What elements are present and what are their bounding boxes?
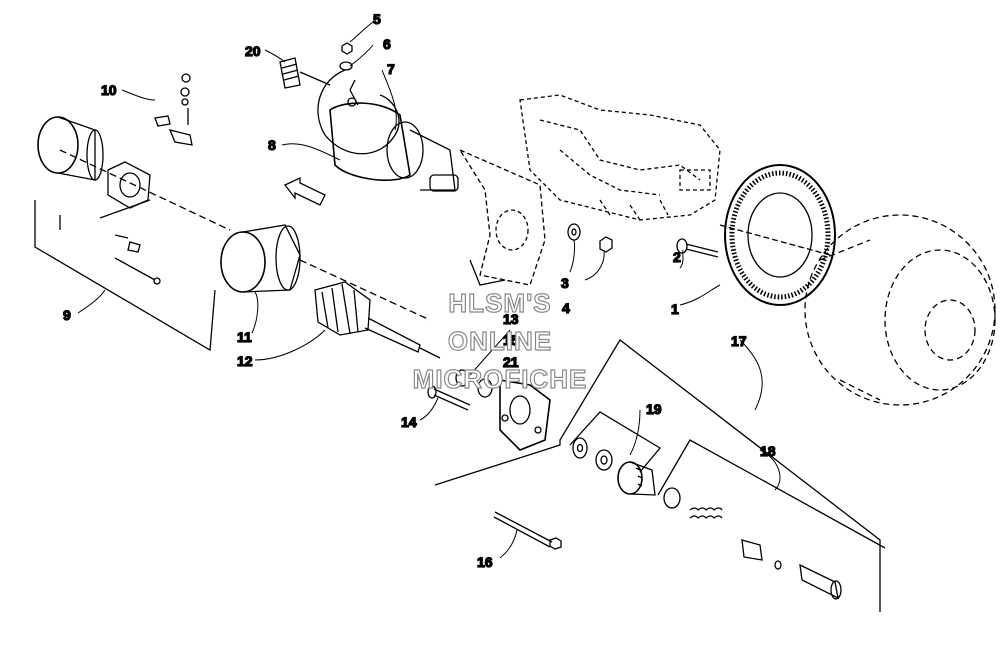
yoke-housing bbox=[220, 224, 431, 321]
callout-6: 6 bbox=[383, 36, 391, 52]
callout-19: 19 bbox=[646, 401, 662, 417]
pinion-washers bbox=[572, 437, 613, 471]
front-direction-arrow bbox=[283, 176, 326, 206]
callout-9: 9 bbox=[63, 307, 71, 323]
callout-4: 4 bbox=[562, 300, 570, 316]
callout-10: 10 bbox=[101, 82, 117, 98]
rubber-boot bbox=[279, 57, 331, 89]
starter-mount-bracket bbox=[458, 148, 546, 286]
watermark-line-1: HLSM'S bbox=[448, 287, 552, 318]
group-bracket-19 bbox=[569, 411, 661, 473]
ring-gear-screw bbox=[676, 238, 719, 258]
through-bolt-short bbox=[427, 385, 471, 411]
rear-end-cover bbox=[37, 116, 231, 231]
callout-13: 13 bbox=[503, 311, 519, 327]
callout-3: 3 bbox=[561, 275, 569, 291]
drive-end-frame bbox=[455, 369, 551, 451]
watermark-line-2: ONLINE bbox=[447, 325, 553, 356]
clutch-parts bbox=[663, 487, 842, 600]
brush-plate bbox=[107, 161, 151, 209]
callout-2: 2 bbox=[673, 249, 681, 265]
callout-16: 16 bbox=[477, 554, 493, 570]
callout-5: 5 bbox=[373, 11, 381, 27]
group-bracket-9-tick bbox=[59, 199, 151, 230]
callout-11: 11 bbox=[237, 329, 252, 345]
callout-18: 18 bbox=[760, 443, 776, 459]
through-bolt-long bbox=[493, 511, 562, 550]
callout-14: 14 bbox=[401, 414, 417, 430]
ring-gear bbox=[719, 164, 836, 306]
group-bracket-9 bbox=[34, 200, 216, 352]
brush-holder-parts bbox=[154, 73, 193, 146]
callout-21: 21 bbox=[503, 354, 519, 370]
callout-17: 17 bbox=[731, 333, 747, 349]
callout-numbers: 1 2 3 4 5 6 7 8 9 10 11 12 13 14 15 16 1… bbox=[62, 10, 776, 570]
pinion-gear bbox=[617, 461, 656, 496]
callout-15: 15 bbox=[503, 332, 519, 348]
engine-block bbox=[519, 94, 721, 221]
callout-1: 1 bbox=[671, 301, 679, 317]
callout-20: 20 bbox=[245, 43, 261, 59]
group-bracket-17 bbox=[434, 339, 881, 612]
starter-motor-assembly bbox=[329, 79, 459, 192]
leader-lines bbox=[77, 21, 781, 559]
callout-12: 12 bbox=[237, 353, 253, 369]
brush-hardware bbox=[114, 234, 161, 285]
callout-7: 7 bbox=[387, 61, 395, 77]
callout-8: 8 bbox=[268, 137, 276, 153]
armature bbox=[314, 281, 441, 359]
battery-cable bbox=[317, 42, 400, 155]
watermark-line-3: MICROFICHE bbox=[412, 363, 588, 394]
flywheel-housing bbox=[804, 214, 996, 406]
group-bracket-18 bbox=[657, 439, 886, 549]
